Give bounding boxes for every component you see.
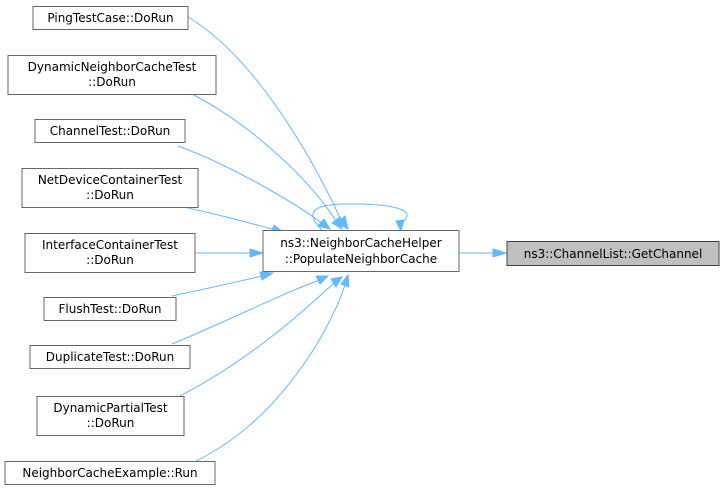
edge-ping-arrow bbox=[336, 215, 349, 230]
node-label: ChannelTest::DoRun bbox=[50, 124, 171, 138]
edge-channeltest bbox=[177, 145, 323, 224]
edge-dup-arrow bbox=[315, 275, 330, 285]
caller-node-channeltest[interactable]: ChannelTest::DoRun bbox=[34, 119, 186, 143]
caller-node-flush[interactable]: FlushTest::DoRun bbox=[43, 297, 177, 321]
node-label: NeighborCacheExample::Run bbox=[22, 466, 197, 480]
node-box bbox=[21, 168, 199, 208]
node-label-line1: DynamicPartialTest bbox=[53, 401, 168, 415]
node-label-line2: ::DoRun bbox=[87, 416, 135, 430]
node-box bbox=[24, 233, 196, 273]
callee-node-getchannel[interactable]: ns3::ChannelList::GetChannel bbox=[506, 241, 720, 266]
node-box bbox=[262, 230, 460, 272]
node-label-line1: DynamicNeighborCacheTest bbox=[28, 60, 197, 74]
edge-example bbox=[195, 284, 346, 462]
node-label-line2: ::PopulateNeighborCache bbox=[285, 252, 437, 266]
edge-dynpart-arrow bbox=[330, 276, 343, 288]
node-label: FlushTest::DoRun bbox=[58, 302, 161, 316]
edge-channeltest-arrow bbox=[317, 218, 332, 230]
edge-iface-arrow bbox=[249, 248, 265, 258]
node-box bbox=[43, 297, 177, 321]
node-label-line2: ::DoRun bbox=[86, 253, 134, 267]
center-node-populate[interactable]: ns3::NeighborCacheHelper ::PopulateNeigh… bbox=[262, 230, 460, 272]
caller-node-ping[interactable]: PingTestCase::DoRun bbox=[32, 6, 189, 30]
node-label: DuplicateTest::DoRun bbox=[46, 350, 174, 364]
node-label-line1: ns3::NeighborCacheHelper bbox=[280, 236, 441, 250]
edge-dyncache bbox=[191, 93, 337, 222]
node-box bbox=[506, 241, 720, 266]
node-box bbox=[36, 396, 185, 436]
caller-node-iface[interactable]: InterfaceContainerTest ::DoRun bbox=[24, 233, 196, 273]
edge-flush-arrow bbox=[259, 271, 275, 281]
edge-self-loop-arrow bbox=[395, 219, 405, 233]
node-label: ns3::ChannelList::GetChannel bbox=[524, 247, 703, 261]
caller-node-example[interactable]: NeighborCacheExample::Run bbox=[4, 461, 216, 485]
caller-node-dyncache[interactable]: DynamicNeighborCacheTest ::DoRun bbox=[7, 55, 217, 95]
node-label-line1: NetDeviceContainerTest bbox=[38, 173, 183, 187]
caller-node-netdev[interactable]: NetDeviceContainerTest ::DoRun bbox=[21, 168, 199, 208]
edge-dup bbox=[171, 279, 321, 345]
edge-netdev bbox=[187, 207, 273, 230]
edge-flush bbox=[171, 275, 263, 297]
edge-dyncache-arrow bbox=[331, 216, 343, 230]
edge-dynpart bbox=[177, 281, 336, 398]
edge-ping bbox=[187, 16, 342, 221]
caller-node-dynpart[interactable]: DynamicPartialTest ::DoRun bbox=[36, 396, 185, 436]
node-box bbox=[34, 119, 186, 143]
edge-self-loop bbox=[312, 203, 408, 231]
node-box bbox=[4, 461, 216, 485]
node-box bbox=[32, 6, 189, 30]
edge-example-arrow bbox=[340, 273, 350, 288]
node-label-line1: InterfaceContainerTest bbox=[42, 238, 178, 252]
node-label-line2: ::DoRun bbox=[86, 188, 134, 202]
node-box bbox=[29, 345, 191, 369]
node-label: PingTestCase::DoRun bbox=[47, 11, 173, 25]
node-label-line2: ::DoRun bbox=[88, 75, 136, 89]
edge-getchannel-arrow bbox=[492, 248, 508, 258]
caller-node-dup[interactable]: DuplicateTest::DoRun bbox=[29, 345, 191, 369]
node-box bbox=[7, 55, 217, 95]
